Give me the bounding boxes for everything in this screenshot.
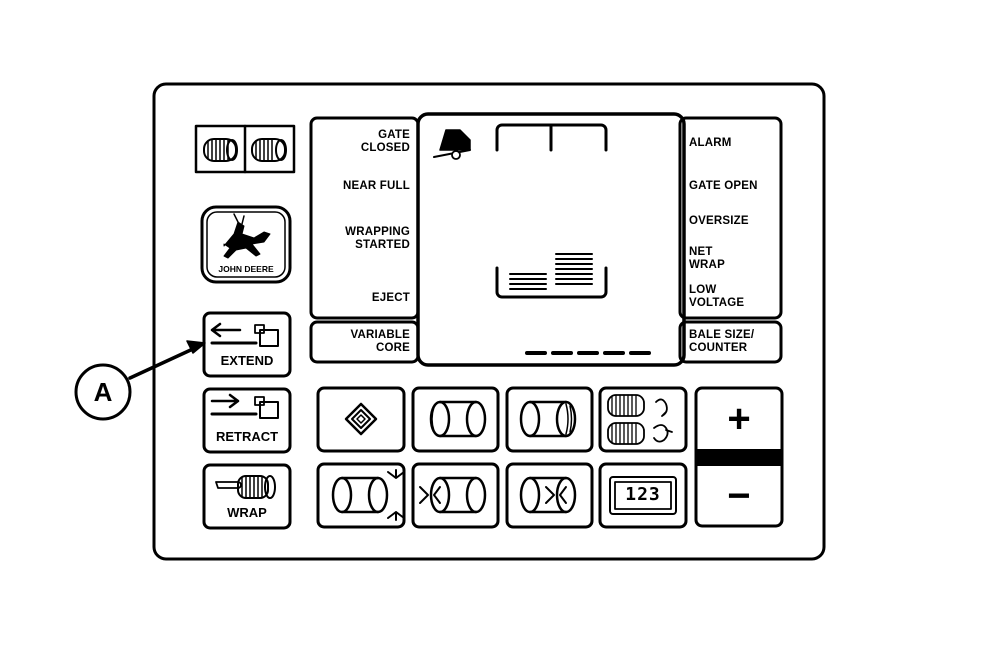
bale-button-1[interactable] — [411, 386, 500, 453]
label-line: NET — [689, 246, 713, 258]
core-out-button[interactable] — [505, 462, 594, 529]
counter-button[interactable] — [598, 462, 688, 529]
core-in-button[interactable] — [411, 462, 500, 529]
bale-chamber-top — [495, 123, 608, 152]
wrap-twine-icon — [607, 394, 673, 445]
label-line: LOW — [689, 284, 717, 296]
oversize-label: OVERSIZE — [689, 215, 777, 228]
bale-roll-icon — [519, 476, 577, 514]
low-voltage-label: LOW VOLTAGE — [689, 284, 777, 310]
deere-leaping-icon — [200, 205, 292, 284]
bale-counter-icon — [609, 476, 677, 515]
wrapping-started-label: WRAPPING STARTED — [326, 226, 410, 252]
callout-circle — [74, 363, 132, 421]
menu-button[interactable] — [316, 386, 406, 453]
bale-button-2[interactable] — [505, 386, 594, 453]
monitor-panel — [152, 82, 826, 561]
alarm-label: ALARM — [689, 137, 777, 150]
callout-arrow — [128, 346, 197, 380]
bale-roll-icon — [429, 400, 487, 438]
label-line: CLOSED — [360, 142, 410, 154]
bale-roll-icon — [419, 476, 487, 514]
retract-button[interactable] — [202, 387, 292, 454]
rocker-divider — [696, 449, 782, 466]
label-line: COUNTER — [689, 342, 748, 354]
label-line: OVERSIZE — [689, 215, 749, 227]
display-frame-right — [678, 116, 783, 320]
bale-size-button[interactable] — [316, 462, 406, 529]
baler-icon — [433, 129, 471, 160]
bale-fill-gauge — [495, 253, 608, 299]
label-line: STARTED — [355, 239, 410, 251]
gate-closed-label: GATE CLOSED — [326, 129, 410, 155]
bale-roll-icon — [519, 400, 577, 438]
minus-button[interactable]: − — [727, 474, 751, 518]
counter-digits: 123 — [625, 484, 661, 505]
label-line: VOLTAGE — [689, 297, 745, 309]
extend-actuator-icon — [210, 322, 279, 347]
bale-size-adjust-icon — [331, 469, 405, 521]
display-frame-bottom-right — [678, 320, 783, 364]
label-line: EJECT — [371, 292, 410, 304]
near-full-label: NEAR FULL — [326, 180, 410, 193]
label-line: VARIABLE — [350, 329, 410, 341]
wrap-button[interactable] — [202, 463, 292, 530]
retract-button-label: RETRACT — [215, 429, 279, 444]
label-line: WRAP — [689, 259, 725, 271]
brand-text: JOHN DEERE — [218, 264, 274, 274]
bale-size-counter-label: BALE SIZE/ COUNTER — [689, 329, 777, 355]
wrap-button-label: WRAP — [227, 505, 267, 520]
label-line: GATE OPEN — [689, 180, 758, 192]
callout-label: A — [93, 377, 113, 407]
gate-open-label: GATE OPEN — [689, 180, 777, 193]
plus-button[interactable]: + — [727, 397, 751, 441]
wrap-bale-icon — [215, 475, 276, 499]
label-line: CORE — [375, 342, 410, 354]
diamond-menu-icon — [344, 402, 378, 436]
variable-core-label: VARIABLE CORE — [326, 329, 410, 355]
label-line: NEAR FULL — [343, 180, 410, 192]
eject-label: EJECT — [326, 292, 410, 305]
label-line: WRAPPING — [345, 226, 410, 238]
extend-button-label: EXTEND — [220, 353, 274, 368]
retract-actuator-icon — [210, 393, 279, 419]
bale-pair-icon — [194, 124, 296, 174]
label-line: GATE — [378, 129, 410, 141]
label-line: ALARM — [689, 137, 732, 149]
label-line: BALE SIZE/ — [689, 329, 755, 341]
lcd-screen — [416, 112, 686, 367]
wrap-mode-button[interactable] — [598, 386, 688, 453]
net-wrap-label: NET WRAP — [689, 246, 777, 272]
